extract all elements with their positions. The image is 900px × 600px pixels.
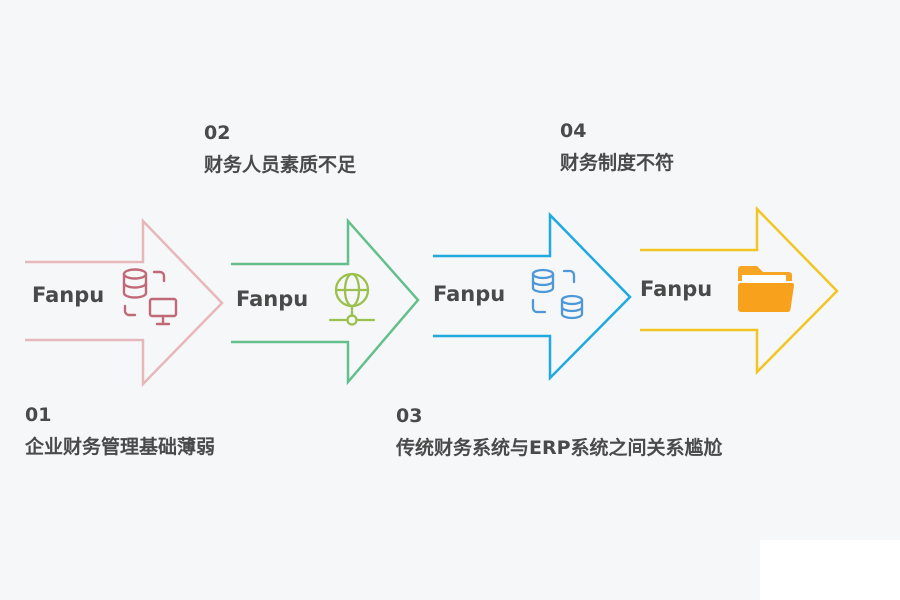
step-2-number: 02 [204, 122, 231, 144]
step-3-brand: Fanpu [433, 282, 506, 306]
database-monitor-icon [122, 268, 178, 326]
database-sync-icon [531, 268, 584, 320]
step-1-number: 01 [25, 404, 52, 426]
step-3-number: 03 [396, 405, 423, 427]
step-1-title: 企业财务管理基础薄弱 [25, 436, 216, 458]
step-2-brand: Fanpu [236, 287, 309, 311]
step-4-number: 04 [560, 120, 587, 142]
folder-icon [737, 266, 794, 313]
step-3-title: 传统财务系统与ERP系统之间关系尴尬 [396, 437, 723, 459]
globe-network-icon [328, 272, 376, 326]
step-2-title: 财务人员素质不足 [204, 154, 357, 176]
step-1-brand: Fanpu [32, 283, 105, 307]
white-corner-block [760, 540, 900, 600]
step-4-title: 财务制度不符 [560, 152, 675, 174]
step-4-brand: Fanpu [640, 277, 713, 301]
